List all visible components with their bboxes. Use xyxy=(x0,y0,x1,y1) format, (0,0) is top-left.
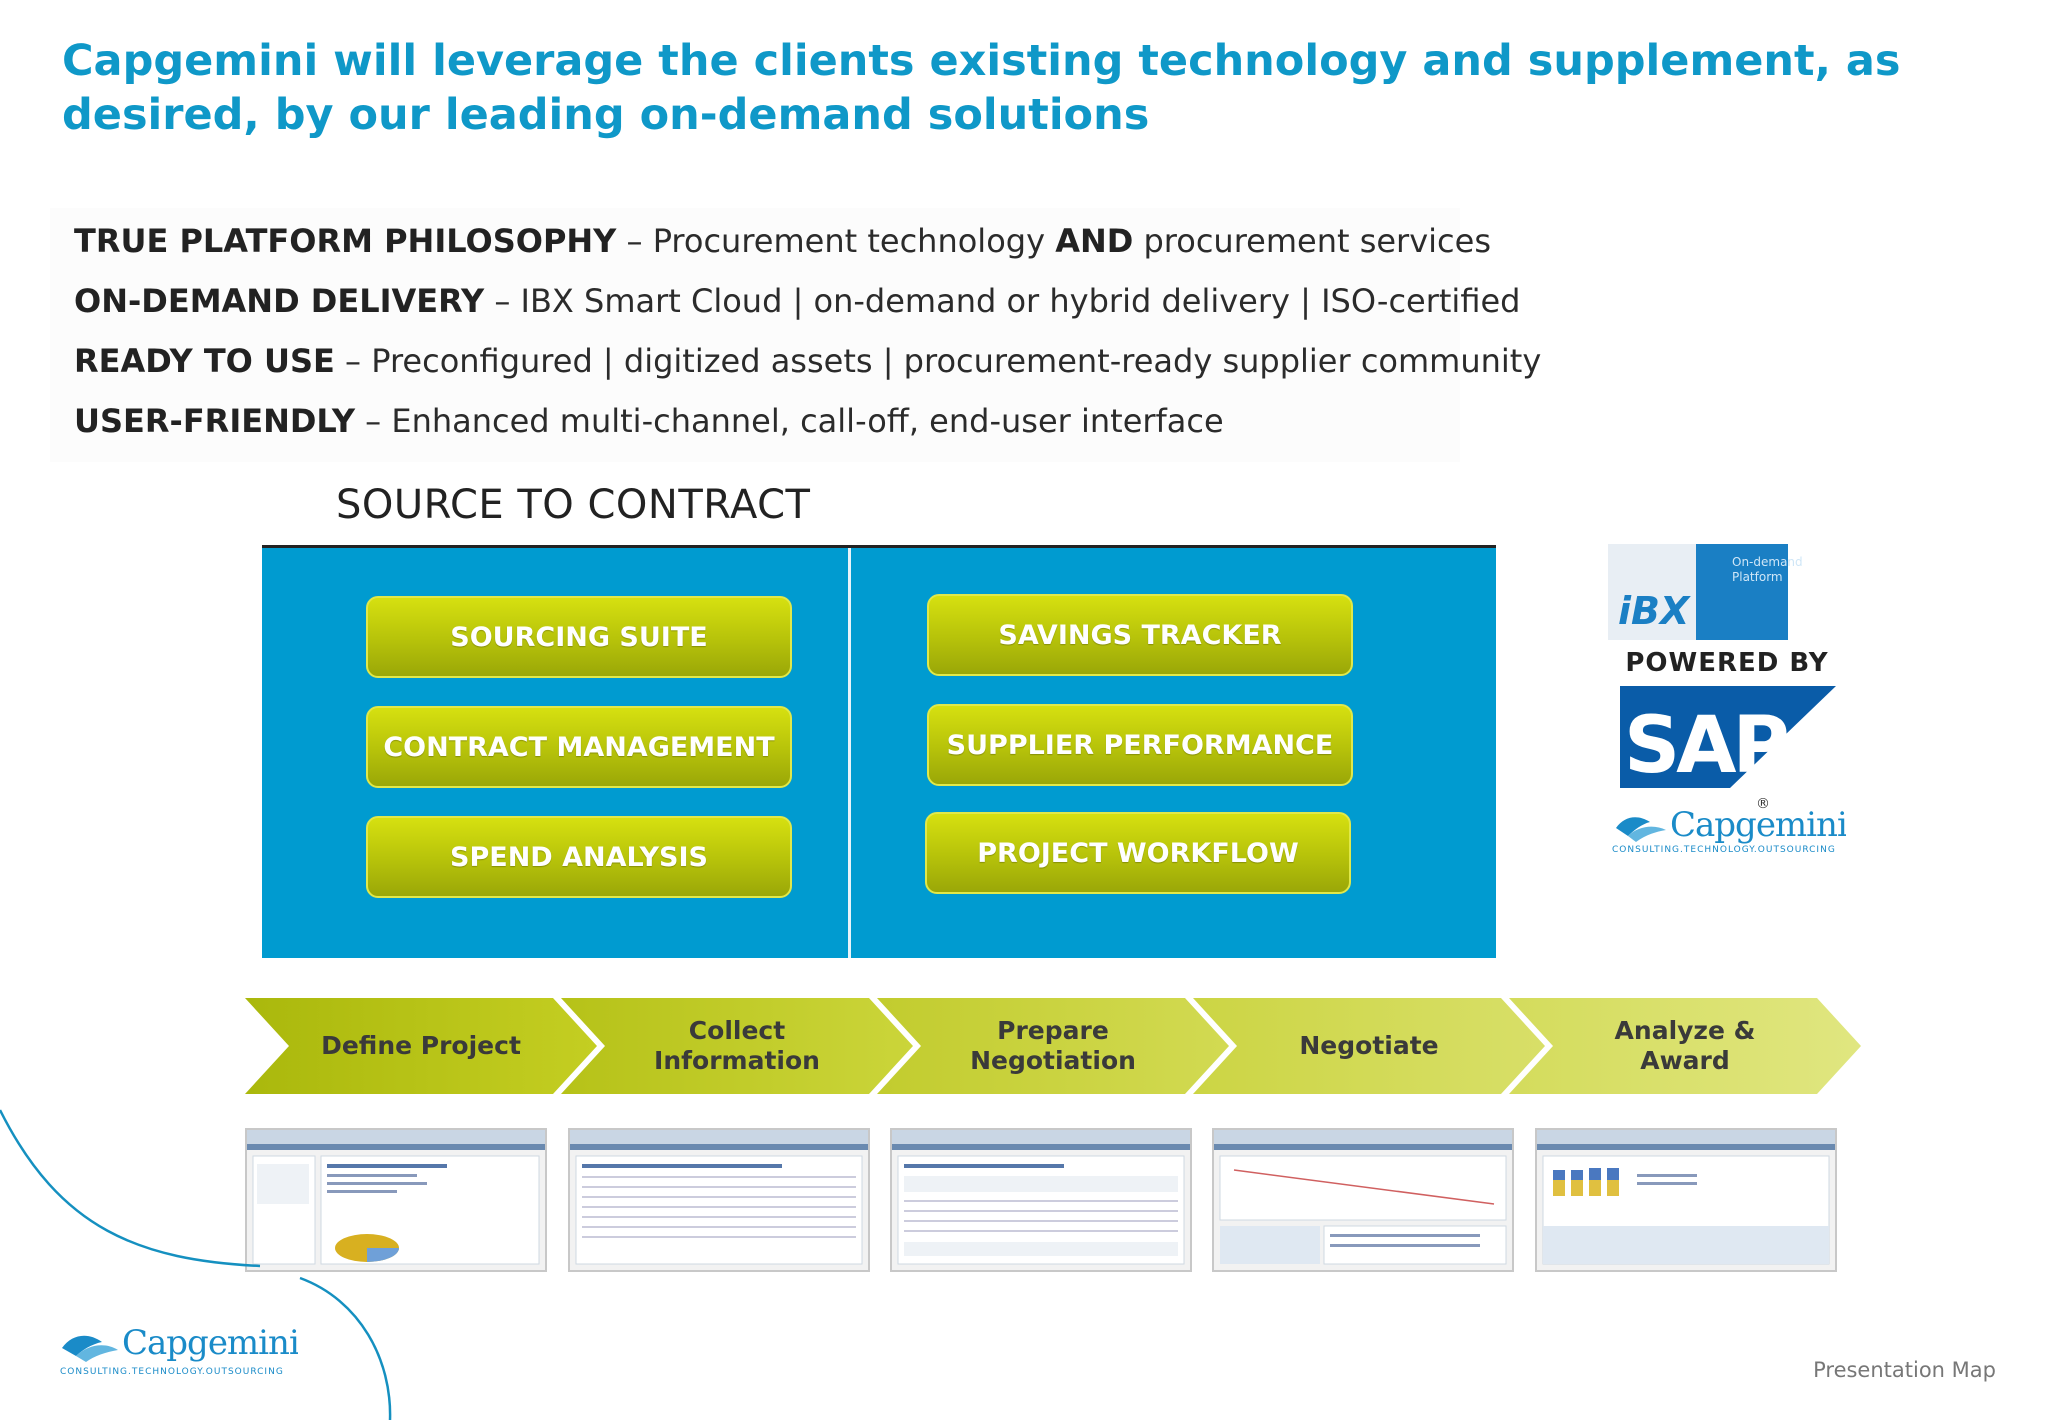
feature-heading: READY TO USE xyxy=(74,342,335,380)
screenshot-thumbnail-negotiate xyxy=(1212,1128,1514,1272)
spend-analysis-button[interactable]: SPEND ANALYSIS xyxy=(366,816,792,898)
capgemini-logo-text: Capgemini xyxy=(1670,805,1846,845)
supplier-performance-button[interactable]: SUPPLIER PERFORMANCE xyxy=(927,704,1353,786)
chevron-analyze-award xyxy=(1509,998,1861,1094)
feature-heading: ON-DEMAND DELIVERY xyxy=(74,282,485,320)
process-chevrons xyxy=(245,998,1861,1094)
step-analyze-award: Analyze &Award xyxy=(1614,1016,1756,1075)
sap-logo-text: SAP xyxy=(1624,701,1787,791)
feature-heading: USER-FRIENDLY xyxy=(74,402,355,440)
capgemini-logo: Capgemini CONSULTING.TECHNOLOGY.OUTSOURC… xyxy=(1612,805,1846,855)
feature-list: TRUE PLATFORM PHILOSOPHY – Procurement t… xyxy=(50,208,1541,462)
chevron-collect-information xyxy=(561,998,913,1094)
feature-text: procurement services xyxy=(1133,222,1491,260)
feature-text: – Enhanced multi-channel, call-off, end-… xyxy=(355,402,1224,440)
savings-tracker-button[interactable]: SAVINGS TRACKER xyxy=(927,594,1353,676)
chevron-define-project xyxy=(245,998,597,1094)
footer-tagline: CONSULTING.TECHNOLOGY.OUTSOURCING xyxy=(60,1367,284,1377)
sap-logo: SAP ® xyxy=(1620,686,1836,812)
chevron-negotiate xyxy=(1193,998,1545,1094)
footer-capgemini-logo: Capgemini CONSULTING.TECHNOLOGY.OUTSOURC… xyxy=(60,1323,298,1377)
footer-logo-text: Capgemini xyxy=(122,1323,298,1363)
feature-text: – Preconfigured | digitized assets | pro… xyxy=(334,342,1542,380)
ibx-tag-line2: Platform xyxy=(1732,570,1783,584)
source-to-contract-heading: SOURCE TO CONTRACT xyxy=(336,482,811,528)
ibx-logo-text: iBX xyxy=(1618,589,1691,633)
slide-title: Capgemini will leverage the clients exis… xyxy=(62,36,1901,140)
screenshot-thumbnail-collect-information xyxy=(568,1128,870,1272)
registered-mark: ® xyxy=(1756,796,1770,812)
decorative-curve xyxy=(0,1109,392,1420)
presentation-map-label: Presentation Map xyxy=(1813,1358,1996,1382)
feature-item: TRUE PLATFORM PHILOSOPHY – Procurement t… xyxy=(74,222,1491,260)
screenshot-thumbnail-define-project xyxy=(245,1128,547,1272)
step-define-project: Define Project xyxy=(321,1031,521,1060)
feature-emphasis: AND xyxy=(1055,222,1134,260)
logo-block: iBX On-demand Platform POWERED BY SAP ® … xyxy=(1608,544,1846,856)
ibx-logo: iBX On-demand Platform xyxy=(1608,544,1803,640)
contract-management-button[interactable]: CONTRACT MANAGEMENT xyxy=(366,706,792,788)
panel-divider xyxy=(848,548,851,958)
feature-heading: TRUE PLATFORM PHILOSOPHY xyxy=(74,222,617,260)
project-workflow-button[interactable]: PROJECT WORKFLOW xyxy=(925,812,1351,894)
feature-text: – IBX Smart Cloud | on-demand or hybrid … xyxy=(484,282,1521,320)
screenshot-thumbnail-analyze-award xyxy=(1535,1128,1837,1272)
feature-item: ON-DEMAND DELIVERY – IBX Smart Cloud | o… xyxy=(74,282,1520,320)
sourcing-suite-button[interactable]: SOURCING SUITE xyxy=(366,596,792,678)
ibx-tag-line1: On-demand xyxy=(1732,555,1803,569)
feature-item: USER-FRIENDLY – Enhanced multi-channel, … xyxy=(74,402,1224,440)
chevron-prepare-negotiation xyxy=(877,998,1229,1094)
feature-text: – Procurement technology xyxy=(616,222,1056,260)
step-negotiate: Negotiate xyxy=(1299,1031,1439,1060)
feature-item: READY TO USE – Preconfigured | digitized… xyxy=(74,342,1541,380)
source-to-contract-panel: SOURCING SUITE CONTRACT MANAGEMENT SPEND… xyxy=(262,545,1496,958)
screenshot-thumbnail-prepare-negotiation xyxy=(890,1128,1192,1272)
capgemini-tagline: CONSULTING.TECHNOLOGY.OUTSOURCING xyxy=(1612,845,1836,855)
powered-by-label: POWERED BY xyxy=(1625,648,1829,678)
